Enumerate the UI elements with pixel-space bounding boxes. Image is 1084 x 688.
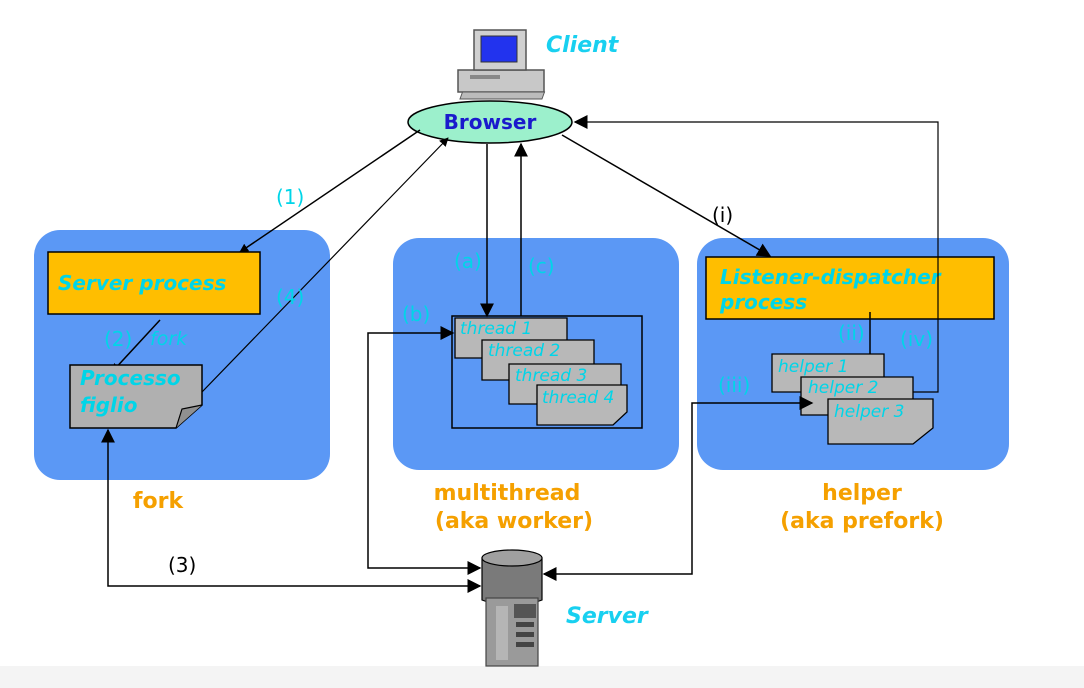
- step-1-label: (1): [276, 185, 304, 209]
- server-icon: [481, 549, 543, 667]
- helper-doc-3: [827, 398, 934, 445]
- thread-label-1: thread 1: [460, 319, 532, 339]
- multithread-title-2: (aka worker): [435, 509, 593, 534]
- server-process-label: Server process: [58, 271, 227, 295]
- arrow-browser-to-server-process: [239, 129, 421, 253]
- fork-step-word: fork: [150, 328, 188, 350]
- child-process-line1: Processo: [80, 366, 181, 390]
- step-c-label: (c): [528, 254, 555, 278]
- arrow-browser-to-listener: [561, 134, 772, 257]
- arrow-child-to-browser: [201, 137, 449, 393]
- step-iv-label: (iv): [900, 327, 933, 351]
- step-2-label: (2): [104, 327, 132, 351]
- arrow-child-server: [101, 428, 482, 593]
- arrow-threads-server: [367, 326, 482, 575]
- server-process-box: [47, 251, 261, 315]
- step-ii-label: (ii): [838, 321, 865, 345]
- thread-label-4: thread 4: [542, 388, 614, 408]
- arrow-helpers-server: [542, 396, 814, 581]
- helper-label-3: helper 3: [834, 402, 904, 422]
- helper-title-1: helper: [822, 481, 902, 506]
- fork-title: fork: [133, 489, 185, 514]
- helper-label-1: helper 1: [778, 357, 848, 377]
- server-label: Server: [566, 604, 649, 629]
- browser-node: [407, 100, 573, 144]
- helper-title-2: (aka prefork): [780, 509, 944, 534]
- child-process-line2: figlio: [80, 393, 138, 417]
- client-label: Client: [546, 33, 620, 58]
- listener-label-line1: Listener-dispatcher: [720, 265, 942, 289]
- step-iii-label: (iii): [718, 373, 750, 397]
- child-doc-fold: [175, 404, 203, 429]
- helper-label-2: helper 2: [808, 378, 878, 398]
- step-i-label: (i): [712, 203, 733, 227]
- thread-label-2: thread 2: [488, 341, 560, 361]
- step-b-label: (b): [402, 302, 430, 326]
- bottom-bar: [0, 666, 1084, 688]
- step-3-label: (3): [168, 553, 196, 577]
- thread-label-3: thread 3: [515, 366, 587, 386]
- browser-label: Browser: [444, 110, 537, 134]
- arrow-fork-child: [111, 319, 161, 373]
- step-a-label: (a): [454, 249, 482, 273]
- listener-dispatcher-box: [705, 256, 995, 320]
- arrow-helper-to-browser: [573, 115, 939, 393]
- computer-icon: [457, 29, 546, 100]
- multithread-title-1: multithread: [434, 481, 581, 506]
- listener-label-line2: process: [719, 290, 807, 314]
- step-4-label: (4): [276, 285, 304, 309]
